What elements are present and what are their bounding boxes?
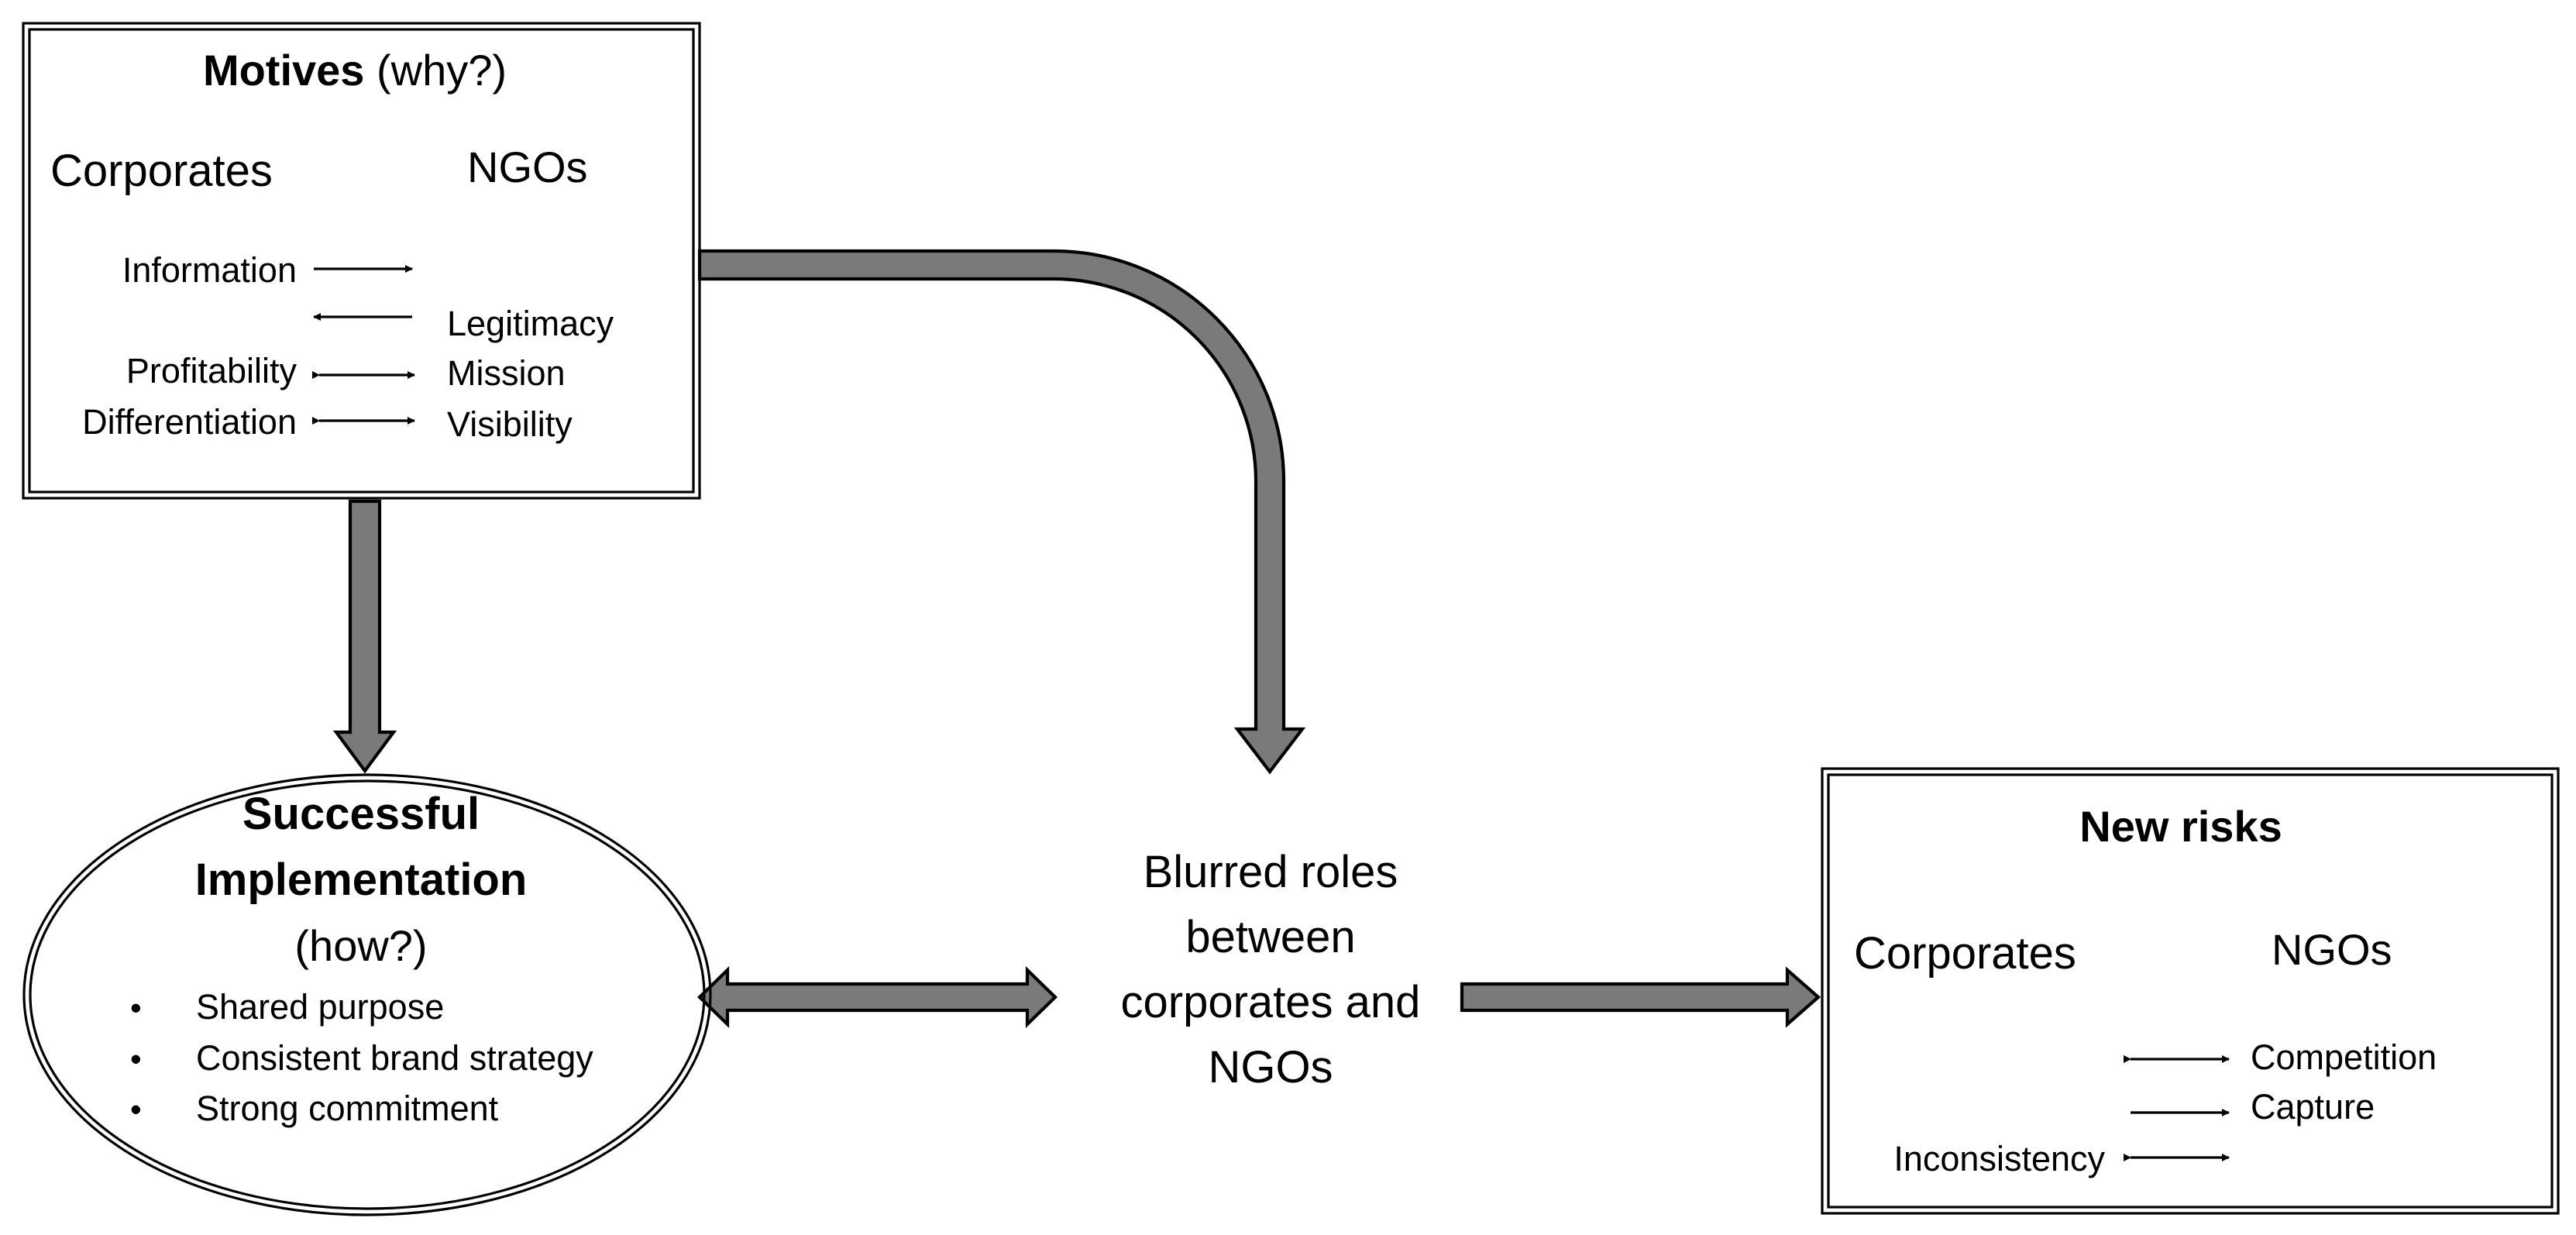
- bullet-strong-commitment: Strong commitment: [196, 1089, 499, 1128]
- arrow-motives-to-blurred-roles: [697, 249, 1306, 775]
- motives-title: Motives (why?): [203, 46, 507, 95]
- new-risks-row-competition: Competition: [2251, 1037, 2437, 1077]
- arrow-motives-to-implementation: [332, 499, 397, 774]
- implementation-title-line1: Successful: [242, 789, 480, 839]
- motives-row-mission: Mission: [447, 353, 566, 393]
- bullet-dot: •: [130, 989, 142, 1026]
- new-risks-col-corporates: Corporates: [1854, 928, 2076, 979]
- bullet-shared-purpose: Shared purpose: [196, 987, 444, 1027]
- blurred-roles-line2: between: [1185, 912, 1355, 962]
- motives-row-legitimacy: Legitimacy: [447, 304, 614, 343]
- motives-title-rest: (why?): [377, 46, 507, 95]
- motives-row-differentiation: Differentiation: [82, 402, 297, 442]
- blurred-roles-label: Blurred roles between corporates and NGO…: [1121, 847, 1421, 1092]
- new-risks-row-capture: Capture: [2251, 1087, 2375, 1127]
- bullet-dot: •: [130, 1091, 142, 1127]
- motives-row-information: Information: [122, 250, 297, 290]
- new-risks-title: New risks: [2079, 802, 2282, 851]
- blurred-roles-line3: corporates and: [1121, 977, 1421, 1027]
- motives-col-corporates: Corporates: [50, 146, 273, 196]
- implementation-ellipse: Successful Implementation (how?) • Share…: [22, 773, 712, 1216]
- motives-row-profitability: Profitability: [126, 351, 297, 390]
- new-risks-box: New risks Corporates NGOs Competition Ca…: [1821, 767, 2560, 1215]
- implementation-title-line2: Implementation: [195, 855, 528, 905]
- motives-title-bold: Motives: [203, 46, 365, 95]
- blurred-roles-line4: NGOs: [1208, 1042, 1333, 1092]
- bullet-dot: •: [130, 1041, 142, 1077]
- implementation-subtitle: (how?): [294, 921, 427, 970]
- arrow-implementation-blurred-roles-bidirectional: [696, 966, 1058, 1028]
- motives-row-visibility: Visibility: [447, 404, 573, 444]
- motives-box: Motives (why?) Corporates NGOs Informati…: [22, 22, 701, 500]
- bullet-consistent-brand-strategy: Consistent brand strategy: [196, 1038, 593, 1078]
- new-risks-col-ngos: NGOs: [2272, 925, 2392, 974]
- implementation-ellipse-inner: [29, 779, 706, 1210]
- implementation-ellipse-outer: [22, 773, 712, 1216]
- arrow-blurred-roles-to-new-risks: [1460, 966, 1821, 1028]
- motives-col-ngos: NGOs: [467, 143, 588, 191]
- new-risks-box-outer-border: [1821, 767, 2560, 1215]
- new-risks-box-inner-border: [1827, 773, 2554, 1209]
- motives-box-inner-border: [28, 28, 695, 494]
- new-risks-row-inconsistency: Inconsistency: [1893, 1139, 2105, 1178]
- blurred-roles-line1: Blurred roles: [1144, 847, 1398, 897]
